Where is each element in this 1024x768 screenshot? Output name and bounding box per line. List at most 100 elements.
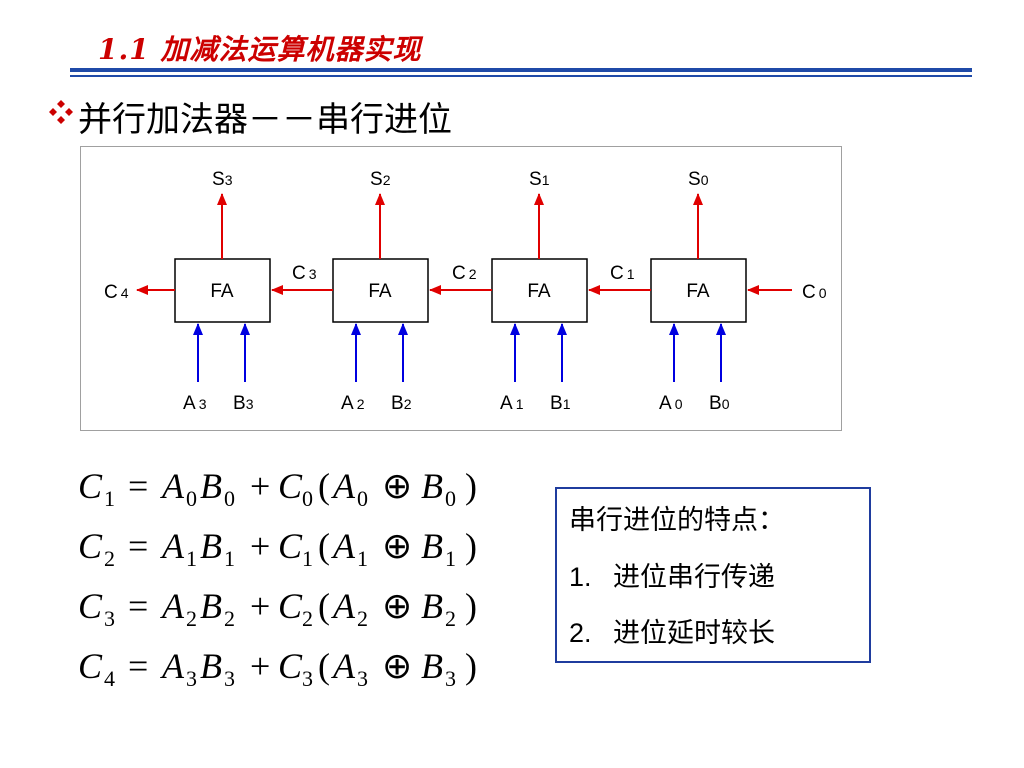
svg-text:(: ( bbox=[318, 586, 330, 626]
svg-text:3: 3 bbox=[445, 666, 456, 691]
svg-text:B: B bbox=[421, 586, 443, 626]
header-rule-thick bbox=[70, 68, 972, 72]
note-item-number: 1. bbox=[569, 562, 592, 592]
fa-block-1: FA bbox=[491, 258, 588, 323]
svg-text:2: 2 bbox=[302, 606, 313, 631]
diamond-bullet-icon bbox=[49, 100, 73, 124]
svg-text:FA: FA bbox=[368, 281, 392, 302]
svg-text:C: C bbox=[278, 586, 303, 626]
svg-text:FA: FA bbox=[527, 281, 551, 302]
svg-text:=: = bbox=[128, 646, 148, 686]
svg-text:⊕: ⊕ bbox=[382, 586, 412, 626]
svg-text:1: 1 bbox=[186, 546, 197, 571]
svg-text:=: = bbox=[128, 466, 148, 506]
sum-label-3: S3 bbox=[212, 169, 233, 190]
svg-text:2: 2 bbox=[357, 606, 368, 631]
svg-text:3: 3 bbox=[104, 606, 115, 631]
svg-text:1: 1 bbox=[302, 546, 313, 571]
svg-text:C: C bbox=[78, 466, 103, 506]
svg-text:C: C bbox=[278, 526, 303, 566]
svg-text:(: ( bbox=[318, 526, 330, 566]
input-label-b0: B0 bbox=[709, 393, 730, 414]
note-item-number: 2. bbox=[569, 618, 592, 648]
svg-text:+: + bbox=[250, 646, 270, 686]
note-item-text: 进位延时较长 bbox=[613, 618, 775, 649]
svg-text:2: 2 bbox=[445, 606, 456, 631]
svg-text:+: + bbox=[250, 526, 270, 566]
svg-text:FA: FA bbox=[210, 281, 234, 302]
svg-text:A: A bbox=[160, 646, 185, 686]
svg-text:2: 2 bbox=[186, 606, 197, 631]
svg-text:C: C bbox=[278, 466, 303, 506]
svg-text:2: 2 bbox=[224, 606, 235, 631]
svg-text:B: B bbox=[421, 526, 443, 566]
svg-text:0: 0 bbox=[224, 486, 235, 511]
svg-text:3: 3 bbox=[186, 666, 197, 691]
page-title: 1.1 加减法运算机器实现 bbox=[98, 33, 422, 66]
sum-label-2: S2 bbox=[370, 169, 391, 190]
svg-text:C: C bbox=[278, 646, 303, 686]
svg-text:A: A bbox=[160, 526, 185, 566]
svg-text:A: A bbox=[331, 526, 356, 566]
svg-text:B: B bbox=[421, 646, 443, 686]
svg-text:0: 0 bbox=[302, 486, 313, 511]
svg-text:B: B bbox=[421, 466, 443, 506]
note-item: 1.进位串行传递 bbox=[569, 555, 869, 611]
svg-text:1: 1 bbox=[357, 546, 368, 571]
svg-text:=: = bbox=[128, 526, 148, 566]
svg-text:1: 1 bbox=[104, 486, 115, 511]
svg-text:2: 2 bbox=[104, 546, 115, 571]
features-note-box: 串行进位的特点： 1.进位串行传递 2. 进位延时较长 bbox=[555, 487, 871, 663]
svg-text:A: A bbox=[160, 466, 185, 506]
svg-text:): ) bbox=[465, 466, 477, 506]
svg-text:3: 3 bbox=[224, 666, 235, 691]
diagram-frame bbox=[80, 146, 842, 431]
fa-block-0: FA bbox=[650, 258, 747, 323]
svg-text:0: 0 bbox=[357, 486, 368, 511]
svg-text:B: B bbox=[200, 466, 222, 506]
svg-text:+: + bbox=[250, 586, 270, 626]
svg-text:A: A bbox=[331, 646, 356, 686]
svg-text:): ) bbox=[465, 646, 477, 686]
input-label-b2: B2 bbox=[391, 393, 412, 414]
svg-text:(: ( bbox=[318, 646, 330, 686]
svg-text:⊕: ⊕ bbox=[382, 466, 412, 506]
fa-block-2: FA bbox=[332, 258, 429, 323]
svg-text:=: = bbox=[128, 586, 148, 626]
svg-text:4: 4 bbox=[104, 666, 115, 691]
note-item: 2. 进位延时较长 bbox=[569, 611, 869, 667]
section-title: 并行加法器－－串行进位 bbox=[78, 100, 452, 140]
svg-text:⊕: ⊕ bbox=[382, 646, 412, 686]
svg-text:⊕: ⊕ bbox=[382, 526, 412, 566]
svg-text:A: A bbox=[331, 466, 356, 506]
svg-text:B: B bbox=[200, 526, 222, 566]
svg-text:1: 1 bbox=[224, 546, 235, 571]
svg-text:B: B bbox=[200, 646, 222, 686]
svg-text:3: 3 bbox=[357, 666, 368, 691]
fa-block-3: FA bbox=[174, 258, 271, 323]
svg-text:A: A bbox=[331, 586, 356, 626]
svg-text:C: C bbox=[78, 526, 103, 566]
note-title: 串行进位的特点： bbox=[569, 505, 785, 536]
svg-text:(: ( bbox=[318, 466, 330, 506]
svg-text:+: + bbox=[250, 466, 270, 506]
sum-label-0: S0 bbox=[688, 169, 709, 190]
sum-label-1: S1 bbox=[529, 169, 550, 190]
svg-text:C: C bbox=[78, 646, 103, 686]
svg-text:0: 0 bbox=[445, 486, 456, 511]
svg-text:A: A bbox=[160, 586, 185, 626]
svg-text:FA: FA bbox=[686, 281, 710, 302]
svg-text:): ) bbox=[465, 586, 477, 626]
